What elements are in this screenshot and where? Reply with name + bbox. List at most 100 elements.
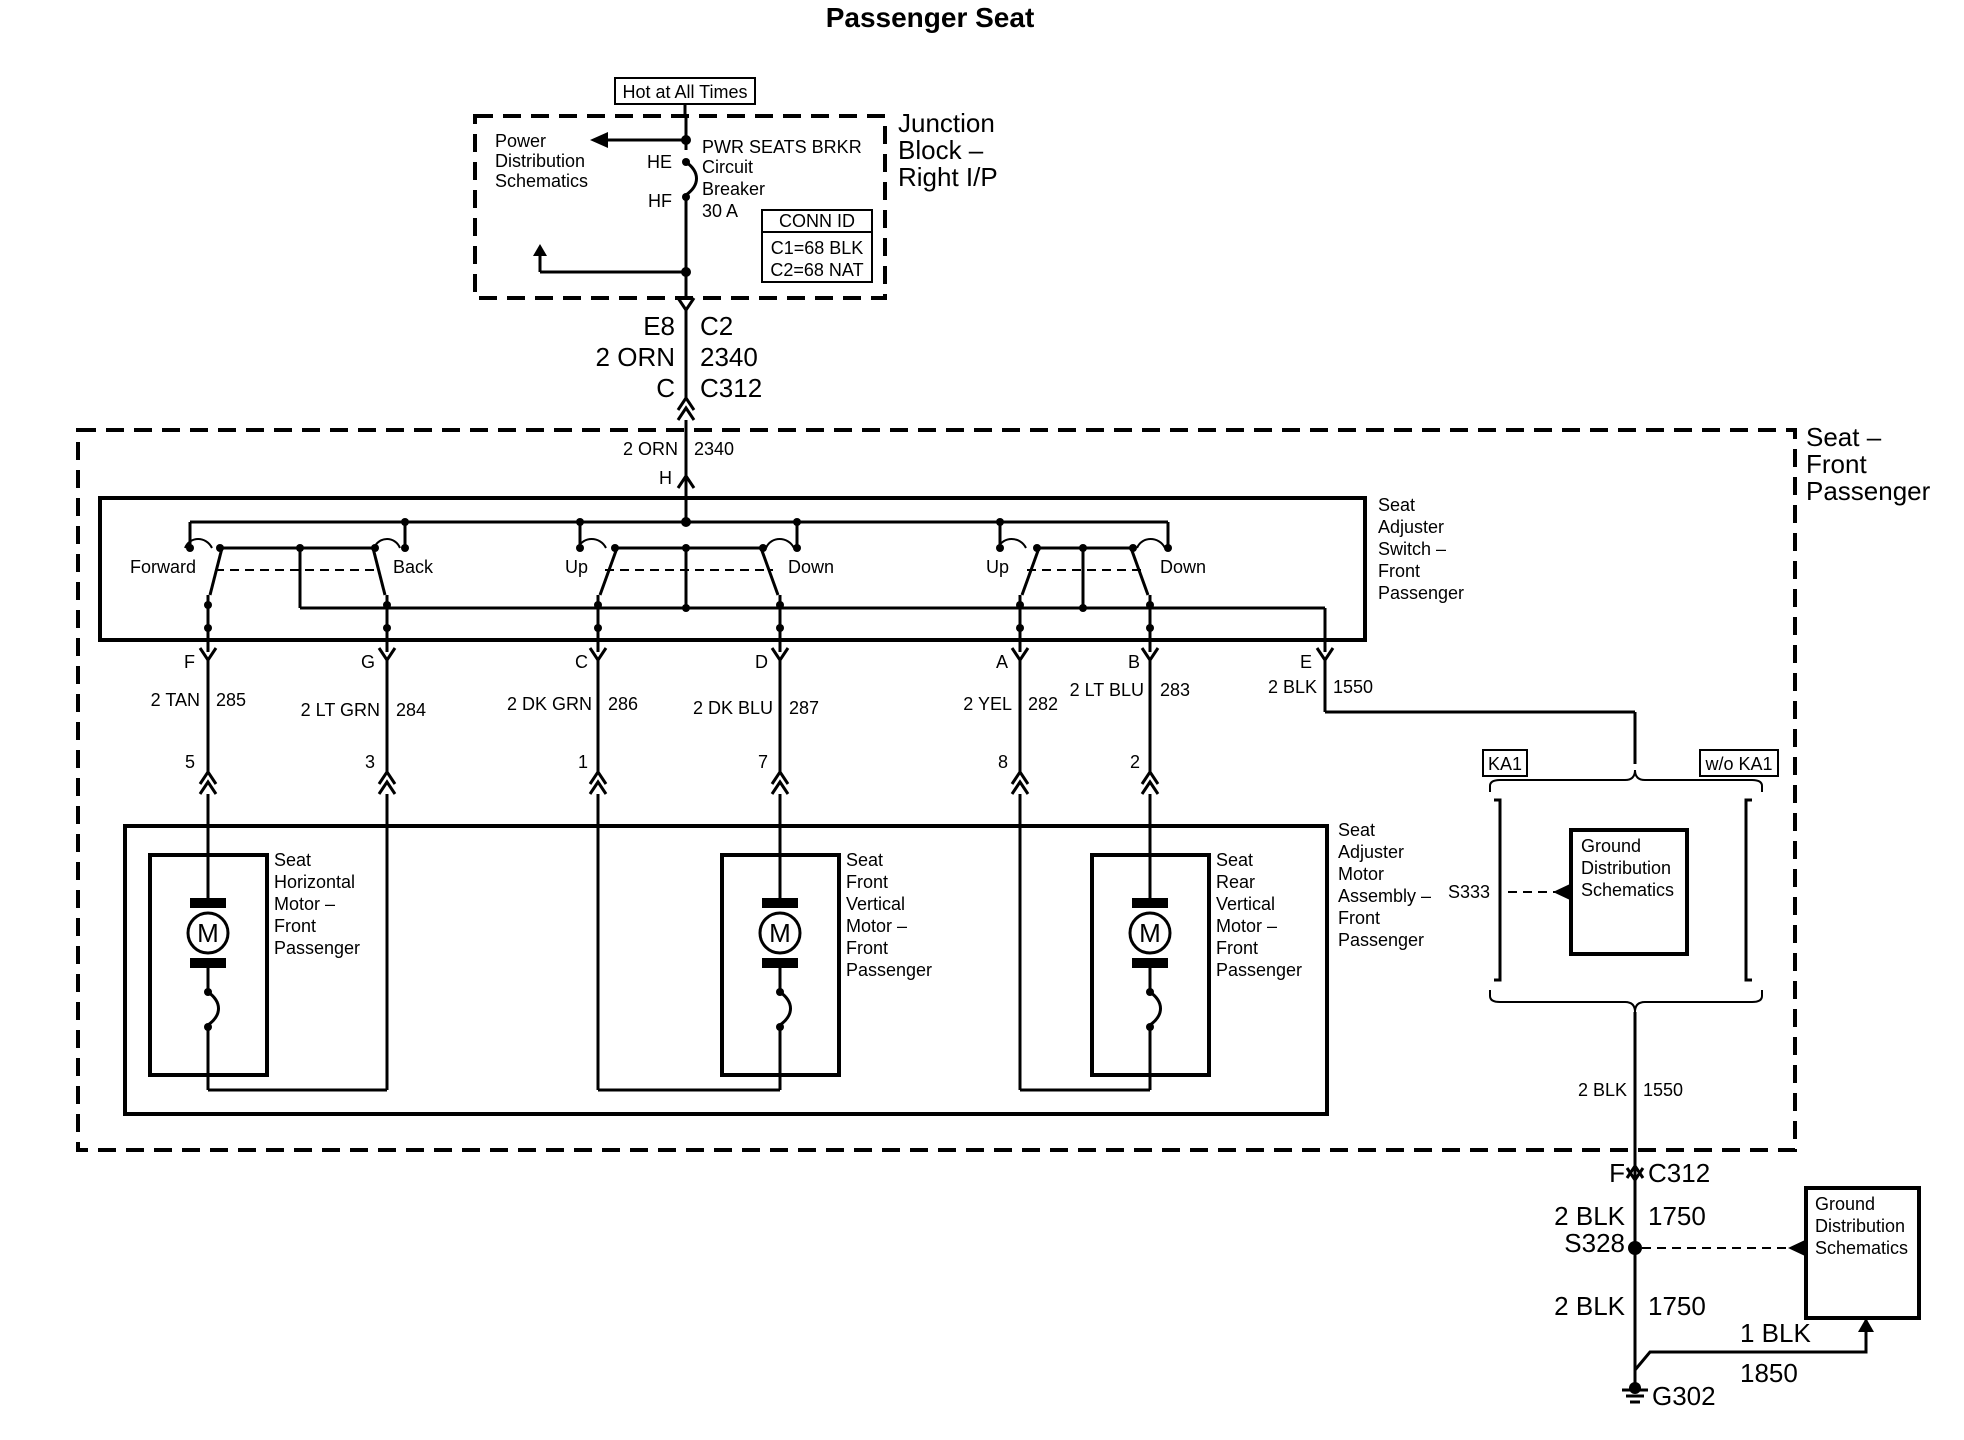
gds-1-line-2: Distribution [1581,858,1671,878]
motor-front-vertical-line-4: Motor – [846,916,907,936]
blk-1750-wire-b: 2 BLK [1554,1291,1625,1321]
harness-wires: F 2 TAN 285 5 G 2 LT GRN 284 3 C 2 DK GR… [151,647,1637,795]
motor-rear-vertical-symbol: M [1139,918,1161,948]
motor-front-vertical-symbol: M [769,918,791,948]
seat-adjuster-switch: Forward Back Up Down Up Down [98,495,1464,652]
junction-block: Hot at All Times Power Distribution Sche… [473,77,998,300]
motor-rear-vertical-icon [1128,911,1172,955]
motor-horizontal-symbol: M [197,918,219,948]
motor-horizontal-line-1: Seat [274,850,311,870]
connector-c312: C312 [700,373,762,403]
assembly-label-line-3: Motor [1338,864,1384,884]
arrow-up-gds-icon [1858,1318,1874,1332]
breaker-line-4: 30 A [702,201,738,221]
splice-s328: S328 [1564,1228,1625,1258]
wire-a-color: 2 YEL [963,694,1012,714]
pin-hf: HF [648,191,672,211]
circuit-breaker-icon [685,160,698,197]
circuit-2340: 2340 [700,342,758,372]
switch-box [98,496,1367,642]
gds-2-line-1: Ground [1815,1194,1875,1214]
wire-color-2-orn: 2 ORN [596,342,675,372]
switch-up-label-front: Up [565,557,588,577]
wire-b-motor-pin: 2 [1130,752,1140,772]
wire-f-motor-pin: 5 [185,752,195,772]
blk-1550-wire: 2 BLK [1578,1080,1627,1100]
motor-horizontal-icon [186,911,230,955]
wire-a-motor-pin: 8 [998,752,1008,772]
switch-label-line-5: Passenger [1378,583,1464,603]
power-distribution-line-2: Distribution [495,151,585,171]
switch-label-line-4: Front [1378,561,1420,581]
motor-horizontal-line-3: Motor – [274,894,335,914]
connector-c312-ground: C312 [1648,1158,1710,1188]
wire-b-circuit: 283 [1160,680,1190,700]
conn-id-box [761,209,873,283]
wire-e-color: 2 BLK [1268,677,1317,697]
junction-block-line-2: Block – [898,135,984,165]
motor-front-vertical-line-5: Front [846,938,888,958]
motor-front-vertical-icon [758,911,802,955]
arrow-to-s333-icon [1553,884,1570,900]
seat-label-line-1: Seat – [1806,422,1882,452]
wire-c-pin: C [575,652,588,672]
gds-2-line-2: Distribution [1815,1216,1905,1236]
s333-label: S333 [1448,882,1490,902]
hot-at-all-times-label: Hot at All Times [622,82,747,102]
blk-1750-wire-a: 2 BLK [1554,1201,1625,1231]
motor-front-vertical-line-6: Passenger [846,960,932,980]
connector-f: F [1609,1158,1625,1188]
switch-down-label-front: Down [788,557,834,577]
arrow-to-gds-icon [1788,1240,1805,1256]
motor-horizontal-line-5: Passenger [274,938,360,958]
arrow-up-icon [533,244,547,256]
wire-b-pin: B [1128,652,1140,672]
switch-label-line-1: Seat [1378,495,1415,515]
seat-label-line-2: Front [1806,449,1867,479]
wire-g-motor-pin: 3 [365,752,375,772]
connector-c2: C2 [700,311,733,341]
blk-1750-circuit-b: 1750 [1648,1291,1706,1321]
breaker-line-1: PWR SEATS BRKR [702,137,862,157]
junction-block-line-3: Right I/P [898,162,998,192]
wire-c-motor-pin: 1 [578,752,588,772]
motor-front-vertical-line-3: Vertical [846,894,905,914]
breaker-line-3: Breaker [702,179,765,199]
motor-rear-vertical-line-2: Rear [1216,872,1255,892]
feed-pin-h: H [659,468,672,488]
gds-box-2 [1804,1186,1921,1320]
wire-g-circuit: 284 [396,700,426,720]
power-distribution-line-3: Schematics [495,171,588,191]
pin-he: HE [647,152,672,172]
front-vertical-motor: M Seat Front Vertical Motor – Front Pass… [596,794,932,1092]
arrow-to-power-distribution-icon [590,132,608,148]
ka1-label: KA1 [1488,754,1522,774]
feed-wire: E8 C2 2 ORN 2340 C C312 [596,297,762,500]
gds-1-line-3: Schematics [1581,880,1674,900]
wire-d-color: 2 DK BLU [693,698,773,718]
gds-2-line-3: Schematics [1815,1238,1908,1258]
switch-label-line-2: Adjuster [1378,517,1444,537]
wire-a-circuit: 282 [1028,694,1058,714]
conn-id-c1: C1=68 BLK [771,238,864,258]
wire-c-color: 2 DK GRN [507,694,592,714]
seat-front-passenger-boundary [76,428,1797,1152]
assembly-label-line-4: Assembly – [1338,886,1431,906]
motor-assembly-box [123,824,1329,1116]
assembly-label-line-6: Passenger [1338,930,1424,950]
breaker-line-2: Circuit [702,157,753,177]
motor-front-vertical-line-1: Seat [846,850,883,870]
wire-d-motor-pin: 7 [758,752,768,772]
wire-f-color: 2 TAN [151,690,200,710]
blk-1550-circuit: 1550 [1643,1080,1683,1100]
motor-front-vertical-line-2: Front [846,872,888,892]
wire-b-color: 2 LT BLU [1070,680,1144,700]
blk-1850-wire: 1 BLK [1740,1318,1811,1348]
wire-a-pin: A [996,652,1008,672]
wo-ka1-label: w/o KA1 [1704,754,1772,774]
wire-d-circuit: 287 [789,698,819,718]
power-distribution-line-1: Power [495,131,546,151]
ground-path: F C312 2 BLK 1750 S328 Ground Distributi… [1554,1158,1921,1411]
assembly-label-line-5: Front [1338,908,1380,928]
